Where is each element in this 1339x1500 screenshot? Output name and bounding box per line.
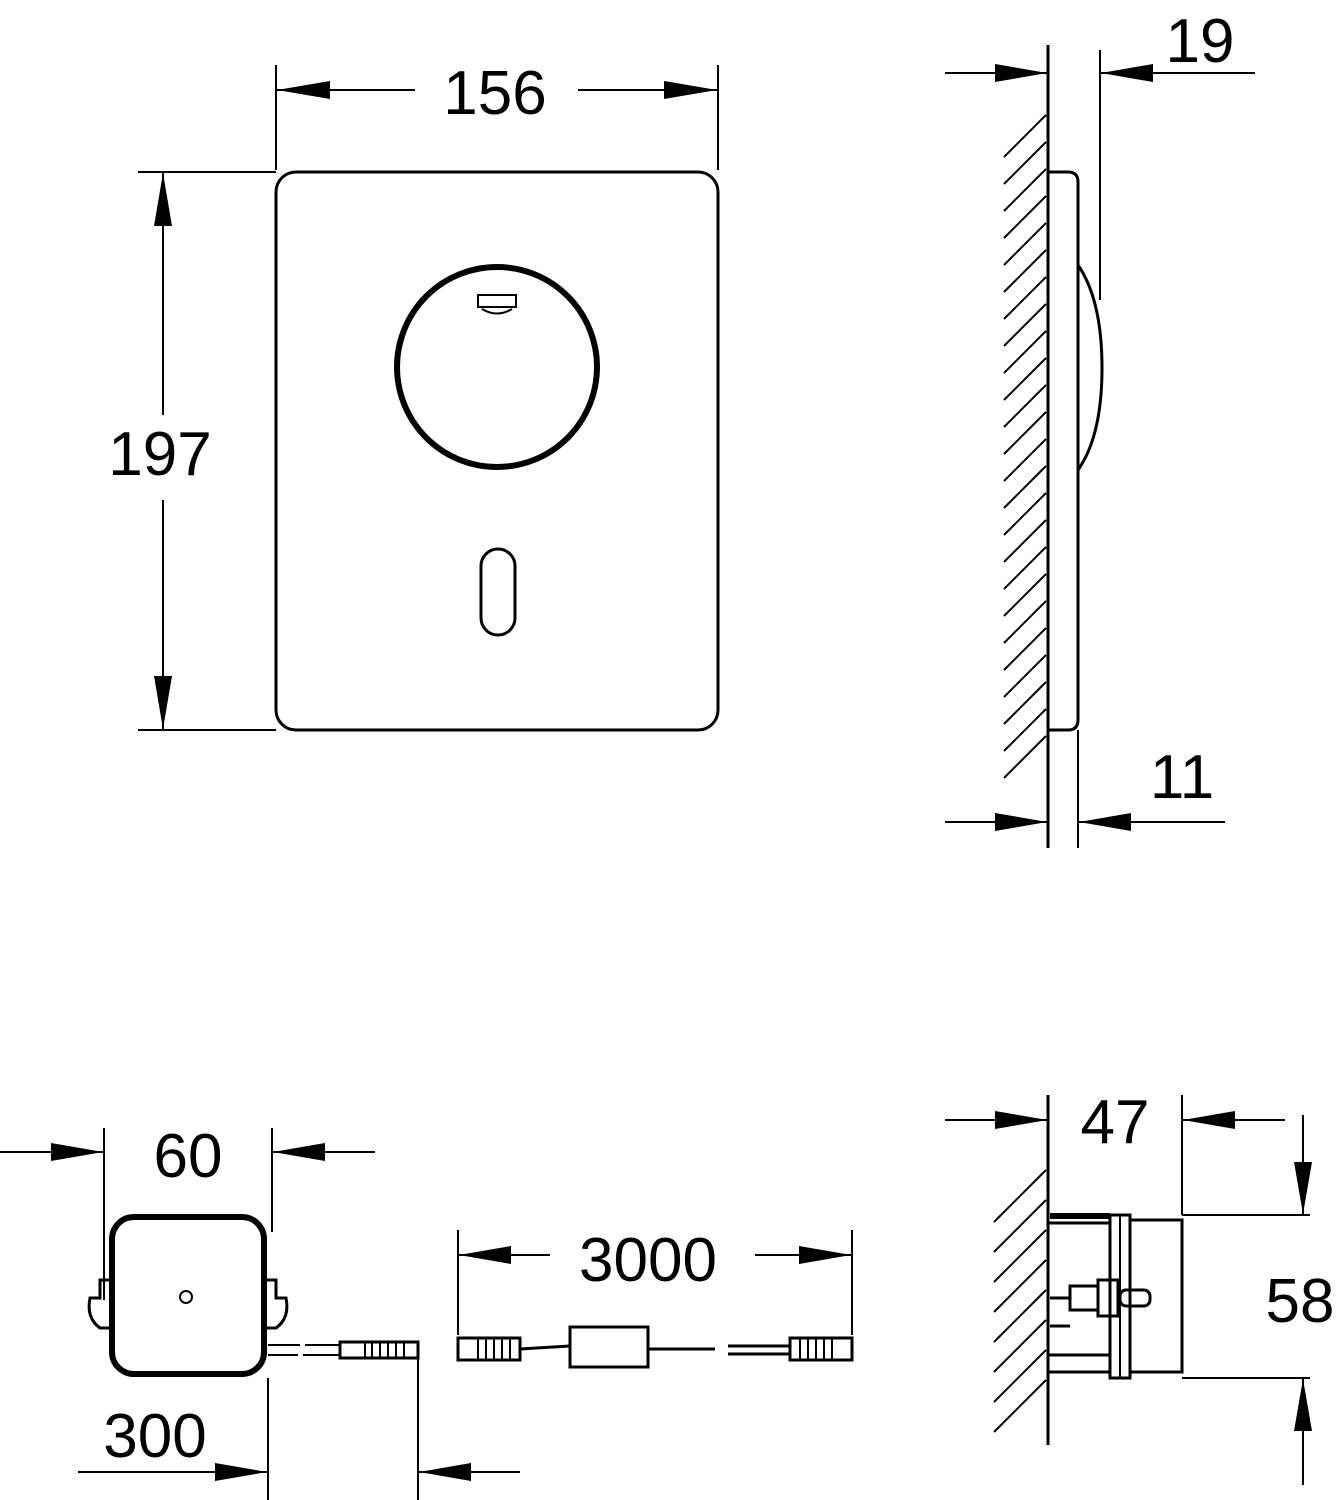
hatch-line (1003, 627, 1047, 671)
hatch-line (1003, 195, 1047, 239)
side-view (1003, 45, 1104, 848)
hatch-line (1003, 222, 1047, 266)
hatch-line (993, 1319, 1047, 1373)
dim-box-47: 47 (945, 1088, 1285, 1157)
hatch-line (1003, 438, 1047, 482)
front-view (274, 170, 720, 732)
control-box-front (87, 1214, 420, 1377)
hatch-line (1003, 384, 1047, 428)
plate-outline (274, 170, 720, 732)
hatch-line (993, 1169, 1047, 1223)
dim-label-58: 58 (1266, 1267, 1335, 1336)
dim-side-11: 11 (945, 743, 1225, 831)
hatch-line (1003, 681, 1047, 725)
hatch-line (993, 1379, 1047, 1433)
hatch-line (1003, 276, 1047, 320)
wall-hatching (993, 1169, 1047, 1433)
dim-label-19: 19 (1166, 7, 1235, 76)
wall-hatching (1003, 114, 1047, 779)
dim-plate-width: 156 (275, 59, 719, 170)
hatch-line (1003, 303, 1047, 347)
sensor-window (479, 547, 517, 637)
dim-label-11: 11 (1150, 743, 1214, 812)
dim-label-3000: 3000 (579, 1226, 717, 1295)
dim-label-197: 197 (108, 420, 211, 489)
hatch-line (1003, 411, 1047, 455)
hatch-line (1003, 141, 1047, 185)
hatch-line (993, 1229, 1047, 1283)
button-outer (394, 264, 600, 470)
dim-label-156: 156 (443, 59, 546, 128)
hatch-line (1003, 519, 1047, 563)
dim-cable-3000: 3000 (457, 1226, 853, 1335)
hatch-line (1003, 249, 1047, 293)
hatch-line (1003, 600, 1047, 644)
hatch-line (1003, 330, 1047, 374)
hatch-line (1003, 168, 1047, 212)
hatch-line (993, 1349, 1047, 1403)
hatch-line (1003, 465, 1047, 509)
control-box-side (993, 1095, 1184, 1445)
hatch-line (1003, 492, 1047, 536)
hatch-line (993, 1199, 1047, 1253)
logo-icon (477, 294, 517, 315)
hatch-line (993, 1259, 1047, 1313)
dim-box-58: 58 (1182, 1115, 1334, 1485)
dim-label-47: 47 (1081, 1088, 1150, 1157)
hatch-line (1003, 573, 1047, 617)
hatch-line (993, 1289, 1047, 1343)
hatch-line (1003, 114, 1047, 158)
hatch-line (1003, 654, 1047, 698)
hatch-line (1003, 357, 1047, 401)
dim-side-19: 19 (945, 7, 1255, 82)
dim-label-60: 60 (154, 1122, 223, 1191)
dim-box-60: 60 (0, 1122, 375, 1300)
hatch-line (1003, 546, 1047, 590)
dim-box-cable-300: 300 (78, 1345, 520, 1500)
hatch-line (1003, 708, 1047, 752)
dim-label-300: 300 (103, 1402, 206, 1471)
dim-plate-height: 197 (108, 171, 276, 731)
extension-cable (456, 1325, 854, 1369)
hatch-line (1003, 735, 1047, 779)
